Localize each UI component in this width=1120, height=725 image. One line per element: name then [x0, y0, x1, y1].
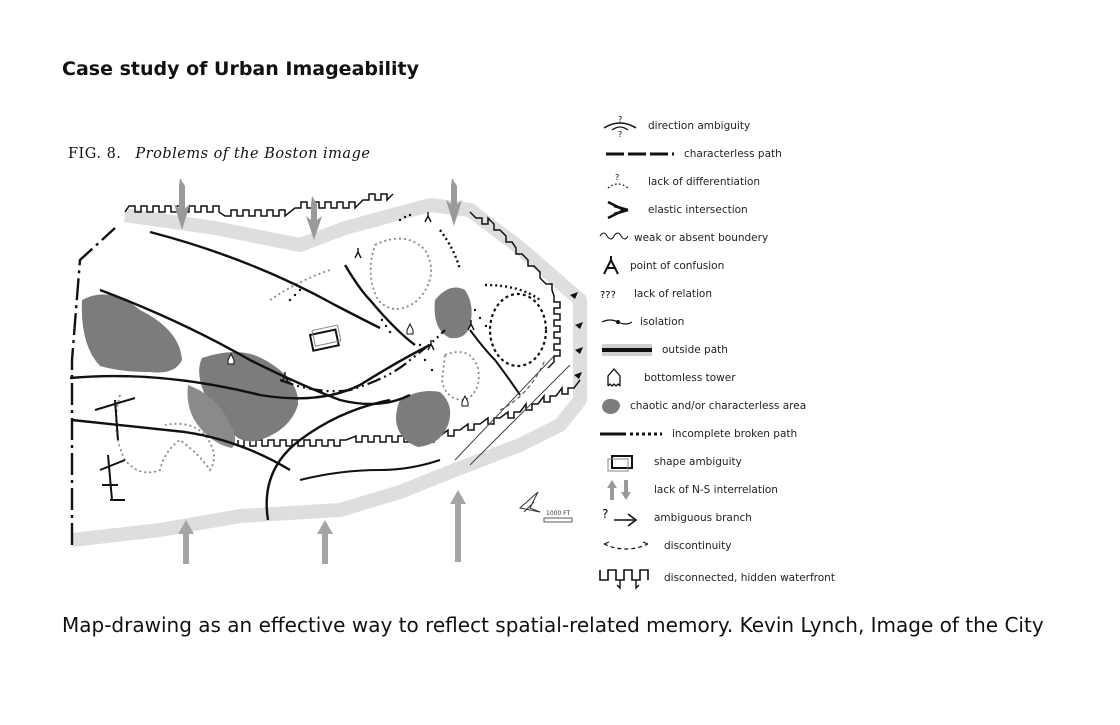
- legend-item-outside-path: outside path: [598, 338, 848, 362]
- legend-item-ambiguous-branch: ? ambiguous branch: [598, 506, 848, 530]
- legend-item-elastic-intersection: elastic intersection: [598, 198, 848, 222]
- path-north-east: [343, 264, 416, 346]
- lack-of-relation-icon: ???: [600, 290, 616, 301]
- chaotic-area-east: [434, 287, 472, 339]
- bottomless-tower-marks: [227, 322, 469, 407]
- branch-marks-west: [94, 397, 136, 501]
- legend-label: direction ambiguity: [648, 120, 751, 132]
- legend-label: chaotic and/or characterless area: [630, 400, 807, 412]
- direction-ambiguity-icon: ??: [603, 115, 637, 138]
- figure-name: Problems of the Boston image: [135, 146, 371, 162]
- north-arrows: [174, 178, 462, 240]
- scale-bar: [543, 517, 573, 523]
- point-of-confusion-icon: [603, 256, 619, 275]
- waterfront-bottom: [237, 379, 581, 447]
- bottomless-tower-icon: [607, 368, 621, 387]
- shape-ambiguity-mark: [308, 324, 342, 352]
- confusion-points: [281, 212, 475, 383]
- legend-item-lack-of-relation: ??? lack of relation: [598, 282, 848, 306]
- ns-interrelation-icon: [607, 480, 631, 500]
- outside-path-icon: [602, 344, 652, 356]
- weak-boundary-1: [369, 237, 432, 310]
- legend-item-isolation: isolation: [598, 310, 848, 334]
- path-east: [469, 329, 521, 396]
- path-central: [69, 343, 431, 400]
- chaotic-area-icon: [602, 398, 620, 414]
- legend-item-weak-boundary: weak or absent boundery: [598, 226, 848, 250]
- legend-item-lack-of-differentiation: ? lack of differentiation: [598, 170, 848, 194]
- svg-text:???: ???: [600, 290, 616, 301]
- scale-label: 1000 FT: [546, 510, 571, 517]
- weak-boundary-2: [441, 351, 480, 401]
- chaotic-area-west: [81, 294, 182, 373]
- svg-text:?: ?: [615, 173, 619, 182]
- path-south: [265, 398, 391, 521]
- broken-path-west: [70, 227, 116, 545]
- legend-label: bottomless tower: [644, 372, 736, 384]
- svg-text:?: ?: [618, 130, 622, 138]
- broken-path-north: [439, 229, 462, 271]
- figure-number: FIG. 8.: [68, 146, 122, 162]
- waterfront-right: [469, 211, 561, 369]
- broken-path-east: [484, 283, 541, 301]
- page-title: Case study of Urban Imageability: [62, 58, 419, 80]
- differentiation-dots: [288, 213, 488, 372]
- legend-item-shape-ambiguity: shape ambiguity: [598, 450, 848, 474]
- legend-item-point-of-confusion: point of confusion: [598, 254, 848, 278]
- legend-item-ns-interrelation: lack of N-S interrelation: [598, 478, 848, 502]
- south-arrows: [178, 490, 466, 564]
- svg-text:?: ?: [618, 115, 622, 124]
- path-south-curve: [299, 459, 441, 481]
- legend-item-characterless-path: characterless path: [598, 142, 848, 166]
- legend-label: lack of relation: [634, 288, 713, 300]
- figure-title: FIG. 8. Problems of the Boston image: [68, 146, 370, 162]
- broken-path-center: [279, 329, 446, 393]
- caption: Map-drawing as an effective way to refle…: [62, 613, 1044, 637]
- legend-label: elastic intersection: [648, 204, 748, 216]
- shape-ambiguity-icon: [607, 455, 633, 472]
- legend-item-bottomless-tower: bottomless tower: [598, 366, 848, 390]
- weak-boundary-icon: [599, 232, 628, 240]
- path-north: [149, 230, 381, 330]
- legend-label: lack of differentiation: [648, 176, 761, 188]
- legend-item-hidden-waterfront: disconnected, hidden waterfront: [598, 566, 848, 590]
- characterless-path-icon: [606, 152, 674, 156]
- legend-label: weak or absent boundery: [634, 232, 769, 244]
- legend-label: disconnected, hidden waterfront: [664, 572, 835, 584]
- isolated-ring: [488, 292, 548, 368]
- incomplete-path-icon: [600, 432, 662, 436]
- legend-item-direction-ambiguity: ?? direction ambiguity: [598, 114, 848, 138]
- legend-label: shape ambiguity: [654, 456, 742, 468]
- chaotic-area-center-low: [187, 385, 236, 448]
- weak-boundary-4: [269, 269, 331, 301]
- path-south-west: [71, 418, 291, 472]
- east-edge-arrows: [570, 292, 583, 379]
- discontinuity-icon: [603, 541, 649, 550]
- discontinuity-lines: [454, 354, 571, 466]
- legend-label: outside path: [662, 344, 728, 356]
- boundary-halo: [71, 198, 587, 547]
- legend-label: point of confusion: [630, 260, 725, 272]
- north-arrow-icon: [518, 491, 541, 513]
- legend-item-discontinuity: discontinuity: [598, 534, 848, 558]
- lack-of-differentiation-icon: ?: [607, 173, 629, 189]
- legend-label: isolation: [640, 316, 685, 328]
- legend-item-chaotic-area: chaotic and/or characterless area: [598, 394, 848, 418]
- ambiguous-branch-icon: ?: [602, 507, 638, 527]
- elastic-intersection-icon: [607, 200, 629, 220]
- legend-label: discontinuity: [664, 540, 732, 552]
- isolation-icon: [601, 319, 633, 325]
- svg-text:?: ?: [602, 507, 608, 521]
- chaotic-area-southeast: [396, 391, 451, 447]
- legend-label: characterless path: [684, 148, 782, 160]
- hidden-waterfront-icon: [599, 569, 649, 590]
- legend-label: lack of N-S interrelation: [654, 484, 778, 496]
- legend-label: ambiguous branch: [654, 512, 752, 524]
- legend-label: incomplete broken path: [672, 428, 798, 440]
- legend-item-incomplete-path: incomplete broken path: [598, 422, 848, 446]
- waterfront-boundary: [124, 193, 394, 218]
